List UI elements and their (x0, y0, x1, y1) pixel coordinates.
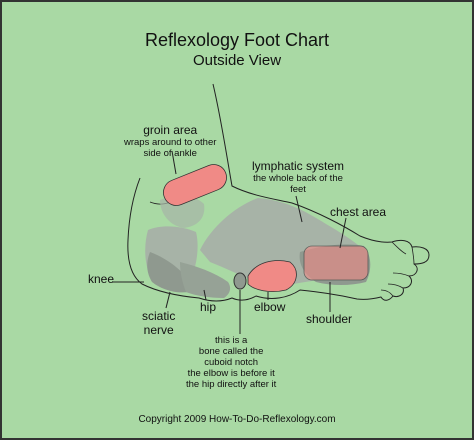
sciatic-nerve-label: sciatic nerve (142, 309, 176, 338)
chest-area-region (303, 245, 369, 281)
cuboid-note-line-1: this is a (215, 335, 248, 346)
groin-area-region (163, 164, 227, 206)
groin-area-name: groin area (143, 123, 198, 137)
shoulder-label: shoulder (306, 312, 353, 326)
chart-title: Reflexology Foot Chart (144, 30, 330, 50)
cuboid-note-line-3: cuboid notch (204, 356, 259, 368)
sciatic-nerve-line-1: sciatic (142, 309, 176, 323)
knee-label: knee (88, 272, 115, 286)
cuboid-note-line-5: the hip directly after it (186, 378, 277, 390)
groin-area-note-2: side of ankle (143, 147, 197, 159)
chart-subtitle: Outside View (192, 52, 282, 69)
cuboid-note: this is a bone called the cuboid notch t… (186, 335, 277, 391)
copyright-notice: Copyright 2009 How-To-Do-Reflexology.com (138, 414, 336, 425)
elbow-region (247, 260, 297, 292)
groin-area-note-1: wraps around to other (124, 136, 217, 148)
lymphatic-system-label: lymphatic system the whole back of the f… (252, 159, 345, 196)
hip-label: hip (200, 300, 217, 314)
hip-region (180, 262, 231, 298)
cuboid-notch-marker (233, 272, 247, 290)
elbow-label: elbow (254, 300, 286, 314)
lymphatic-system-note-1: the whole back of the (253, 172, 343, 184)
chest-area-label: chest area (330, 205, 387, 219)
leader-lines (112, 150, 347, 334)
toe-lines (380, 241, 415, 297)
groin-area-label: groin area wraps around to other side of… (124, 123, 217, 160)
sciatic-nerve-line-2: nerve (143, 322, 174, 337)
cuboid-note-line-4: the elbow is before it (187, 367, 275, 379)
lymphatic-system-note-2: feet (290, 183, 306, 195)
lymphatic-system-name: lymphatic system (252, 159, 345, 173)
foot-outline (127, 83, 430, 302)
cuboid-note-line-2: bone called the (198, 345, 264, 357)
